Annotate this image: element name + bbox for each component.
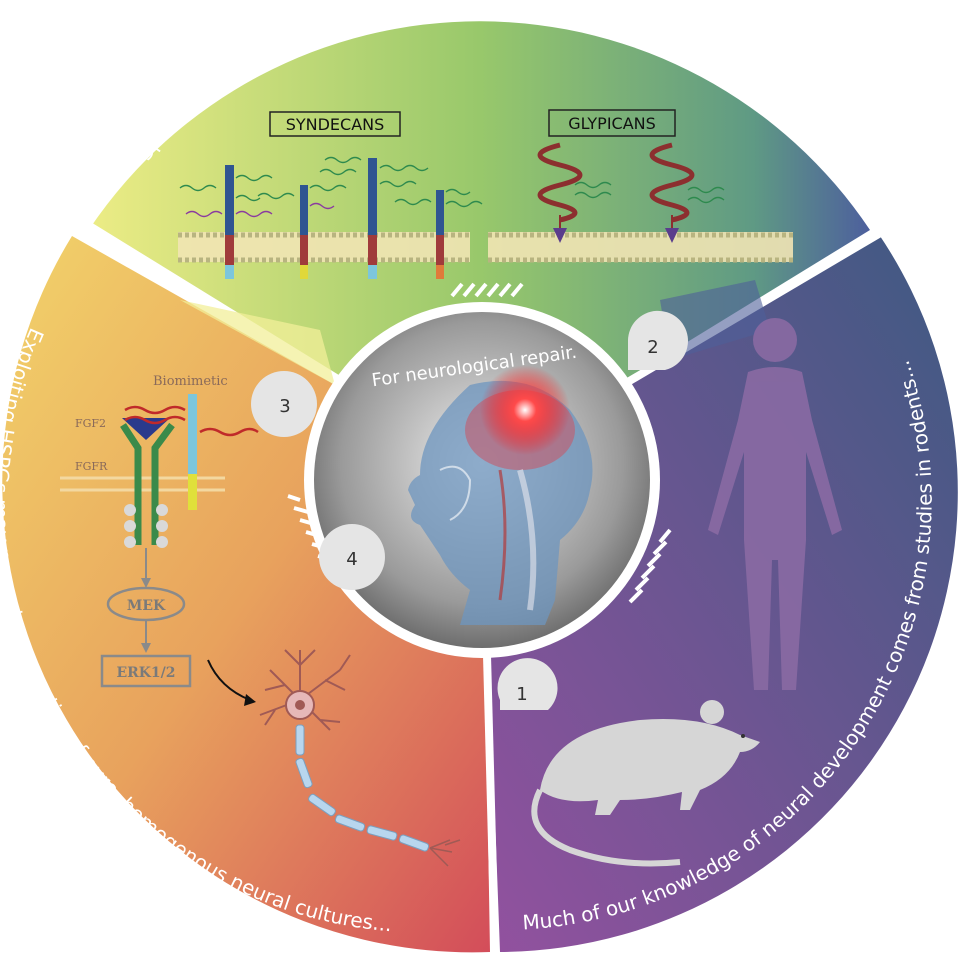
- syndecans-label: SYNDECANS: [286, 115, 385, 134]
- arrowhead-icon: [244, 694, 256, 706]
- erk-label: ERK1/2: [116, 665, 175, 681]
- syndecan-proteins: [225, 158, 444, 279]
- svg-text:4: 4: [346, 549, 357, 570]
- glypican-proteins: [537, 142, 725, 243]
- neuron-icon: [259, 649, 461, 867]
- glypicans-label: GLYPICANS: [568, 114, 656, 133]
- badge-4: 4: [319, 524, 385, 590]
- svg-text:2: 2: [647, 337, 658, 358]
- chevrons-right: [628, 528, 672, 604]
- heparan-sulfate-chains: [179, 156, 483, 218]
- fgf2-label: FGF2: [75, 417, 106, 430]
- svg-text:3: 3: [279, 396, 290, 417]
- rat-icon: [531, 700, 760, 867]
- cell-membrane: [178, 232, 793, 263]
- curved-arrow-icon: [207, 659, 251, 701]
- syndecans-label-box: [269, 111, 401, 137]
- badge-2: 2: [628, 310, 688, 370]
- erk-node: [100, 654, 192, 688]
- fgfr-label: FGFR: [75, 460, 108, 473]
- glypicans-label-box: [548, 109, 676, 137]
- fgfr-receptor: [60, 418, 225, 548]
- badge-3: 3: [251, 371, 317, 437]
- chevrons-top: [450, 282, 524, 298]
- biomimetic-label: Biomimetic: [153, 374, 228, 389]
- svg-text:1: 1: [516, 684, 527, 705]
- inner-band-top: [180, 300, 335, 385]
- human-silhouette-icon: [708, 318, 842, 690]
- badge-1: 1: [497, 658, 558, 710]
- biomimetic-scaffold: [124, 394, 259, 510]
- brain-head-icon: [408, 365, 593, 625]
- signaling-cascade: [100, 548, 192, 688]
- mek-label: MEK: [127, 598, 166, 614]
